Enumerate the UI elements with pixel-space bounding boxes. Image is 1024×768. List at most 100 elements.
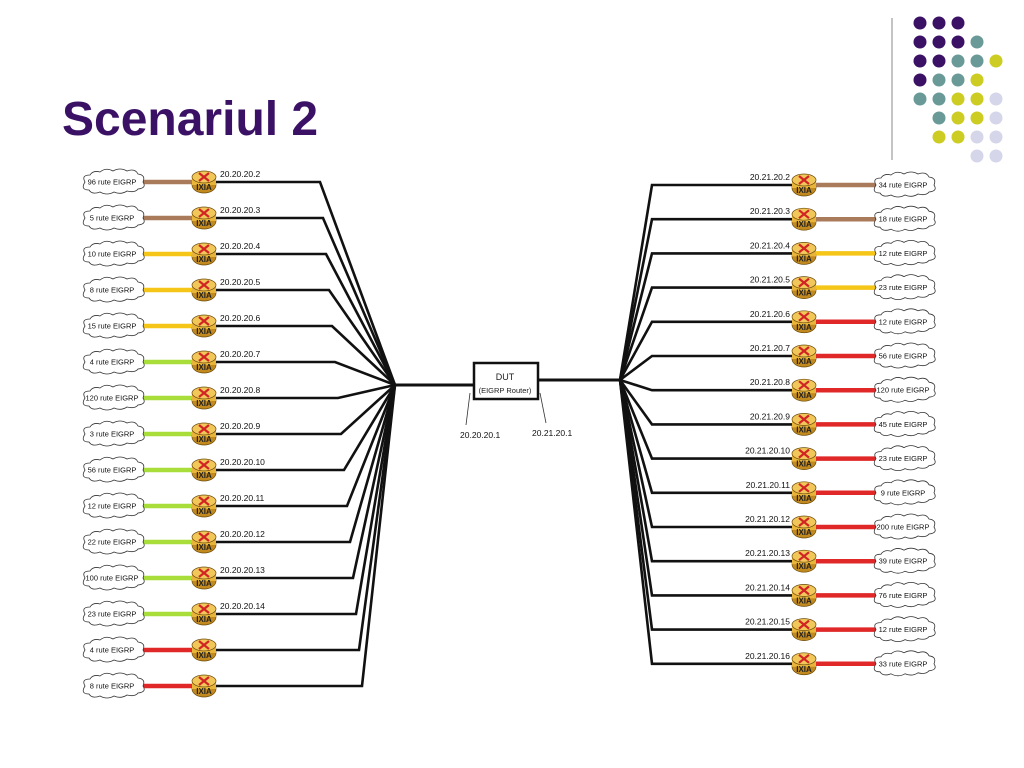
uplink-line	[216, 384, 397, 616]
route-cloud: 10 rute EIGRP	[82, 240, 145, 267]
uplink-line	[216, 180, 397, 386]
router-icon: IXIA	[191, 170, 217, 194]
decor-dot	[913, 73, 927, 87]
right-node-ip: 20.21.20.4	[750, 240, 790, 250]
route-cloud: 39 rute EIGRP	[873, 547, 936, 574]
right-node-ip: 20.21.20.7	[750, 343, 790, 353]
uplink-line	[618, 379, 792, 666]
right-node-ip: 20.21.20.9	[750, 411, 790, 421]
router-brand-label: IXIA	[196, 543, 212, 552]
cloud-shape	[873, 547, 936, 574]
uplink-line	[618, 379, 792, 495]
router-icon: IXIA	[791, 207, 817, 231]
router-brand-label: IXIA	[196, 579, 212, 588]
route-cloud: 56 rute EIGRP	[82, 456, 145, 483]
router-brand-label: IXIA	[196, 435, 212, 444]
right-node-ip: 20.21.20.3	[750, 206, 790, 216]
router-icon: IXIA	[791, 276, 817, 299]
decor-dot	[951, 92, 965, 106]
route-count-label: 12 rute EIGRP	[88, 502, 137, 511]
route-cloud: 9 rute EIGRP	[873, 479, 936, 506]
left-node-ip: 20.20.20.7	[220, 349, 260, 359]
uplink-line	[618, 379, 792, 426]
router-brand-label: IXIA	[796, 289, 812, 298]
decor-dot	[970, 54, 984, 68]
router-brand-label: IXIA	[196, 255, 212, 264]
router-brand-label: IXIA	[796, 596, 812, 605]
cloud-shape	[82, 348, 145, 375]
cloud-shape	[873, 205, 936, 232]
dut-label: DUT	[496, 372, 515, 382]
route-cloud: 12 rute EIGRP	[873, 616, 936, 642]
dut-router: DUT (EIGRP Router) 20.20.20.1 20.21.20.1	[460, 361, 572, 440]
decor-dot	[913, 35, 927, 49]
route-cloud: 4 rute EIGRP	[82, 348, 145, 375]
router-brand-label: IXIA	[796, 631, 812, 640]
router-icon: IXIA	[191, 206, 217, 230]
route-count-label: 22 rute EIGRP	[88, 538, 137, 547]
decor-dot	[970, 92, 984, 106]
router-brand-label: IXIA	[196, 219, 212, 228]
router-icon: IXIA	[191, 638, 217, 662]
route-cloud: 34 rute EIGRP	[873, 171, 936, 198]
router-icon: IXIA	[791, 310, 817, 334]
router-icon: IXIA	[791, 549, 817, 573]
decor-dot	[913, 92, 927, 106]
route-cloud: 3 rute EIGRP	[82, 420, 145, 447]
cloud-shape	[82, 492, 145, 519]
dut-box	[472, 361, 540, 401]
router-brand-label: IXIA	[796, 186, 812, 195]
uplink-line	[619, 378, 792, 392]
route-count-label: 23 rute EIGRP	[879, 454, 928, 463]
decor-dot	[951, 54, 965, 68]
router-icon: IXIA	[191, 458, 217, 482]
dut-sublabel: (EIGRP Router)	[479, 386, 532, 395]
decor-dot	[989, 111, 1003, 125]
router-icon: IXIA	[791, 378, 817, 402]
router-brand-label: IXIA	[796, 254, 812, 263]
uplink-line	[216, 288, 397, 386]
left-node-ip: 20.20.20.13	[220, 565, 265, 575]
right-node-ip: 20.21.20.5	[750, 275, 790, 285]
cloud-shape	[82, 564, 145, 591]
router-brand-label: IXIA	[196, 651, 212, 660]
route-count-label: 34 rute EIGRP	[879, 181, 928, 190]
route-count-label: 96 rute EIGRP	[88, 178, 137, 187]
right-node-ip: 20.21.20.12	[745, 514, 790, 524]
uplink-line	[618, 379, 792, 597]
uplink-line	[618, 217, 792, 381]
right-node-ip: 20.21.20.10	[745, 446, 790, 456]
router-brand-label: IXIA	[196, 183, 212, 192]
route-count-label: 8 rute EIGRP	[90, 682, 135, 691]
route-count-label: 10 rute EIGRP	[88, 250, 137, 259]
cloud-shape	[82, 384, 145, 411]
route-count-label: 33 rute EIGRP	[879, 659, 928, 668]
router-icon: IXIA	[191, 278, 217, 302]
router-brand-label: IXIA	[796, 665, 812, 674]
left-node-ip: 20.20.20.10	[220, 457, 265, 467]
decor-dot	[932, 111, 946, 125]
router-brand-label: IXIA	[196, 399, 212, 408]
route-cloud: 8 rute EIGRP	[82, 672, 145, 699]
uplink-line	[216, 384, 397, 472]
route-cloud: 5 rute EIGRP	[82, 204, 145, 231]
route-count-label: 200 rute EIGRP	[877, 523, 930, 532]
decor-dot	[932, 35, 946, 49]
route-count-label: 120 rute EIGRP	[877, 386, 930, 395]
backbone-links	[395, 378, 620, 387]
right-node-ip: 20.21.20.11	[746, 480, 791, 490]
router-brand-label: IXIA	[196, 615, 212, 624]
route-count-label: 12 rute EIGRP	[879, 317, 928, 326]
cloud-shape	[82, 456, 145, 483]
